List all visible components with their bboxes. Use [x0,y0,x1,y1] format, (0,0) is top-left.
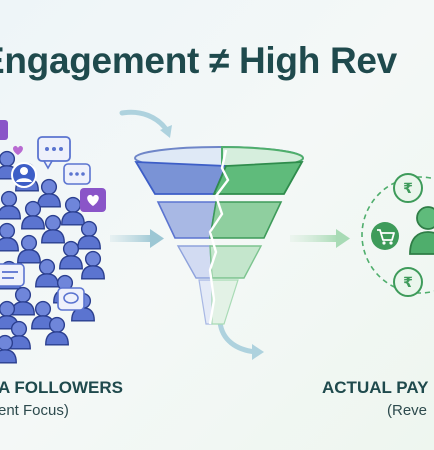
comment-bubble-icon [57,287,85,311]
svg-text:₹: ₹ [403,275,413,291]
chat-bubble-icon [63,163,91,185]
purple-tag-icon [0,120,8,140]
curved-arrow-out [217,319,264,360]
customer-icon [409,206,434,255]
rupee-cycle-icon: ₹ [393,267,423,297]
payers-heading: ACTUAL PAY [322,378,429,397]
chat-bubble-icon [37,136,71,170]
user-badge-icon [11,162,37,188]
svg-text:₹: ₹ [403,181,413,197]
heart-icon [13,145,23,155]
chat-bubble-icon [0,263,25,287]
followers-heading: A FOLLOWERS [0,378,123,397]
payers-subheading: (Reve [387,402,428,419]
page-title: Engagement ≠ High Rev [0,40,397,81]
shopping-cart-icon [371,222,399,250]
followers-subheading: ent Focus) [0,402,69,419]
curved-arrow-in [119,109,172,138]
rupee-cycle-icon: ₹ [393,173,423,203]
revenue-cycle-ring [361,176,434,294]
arrow-right-middle [290,229,350,248]
heart-bubble-icon [80,188,106,212]
funnel-icon [134,145,305,325]
arrow-right-left [110,229,164,248]
